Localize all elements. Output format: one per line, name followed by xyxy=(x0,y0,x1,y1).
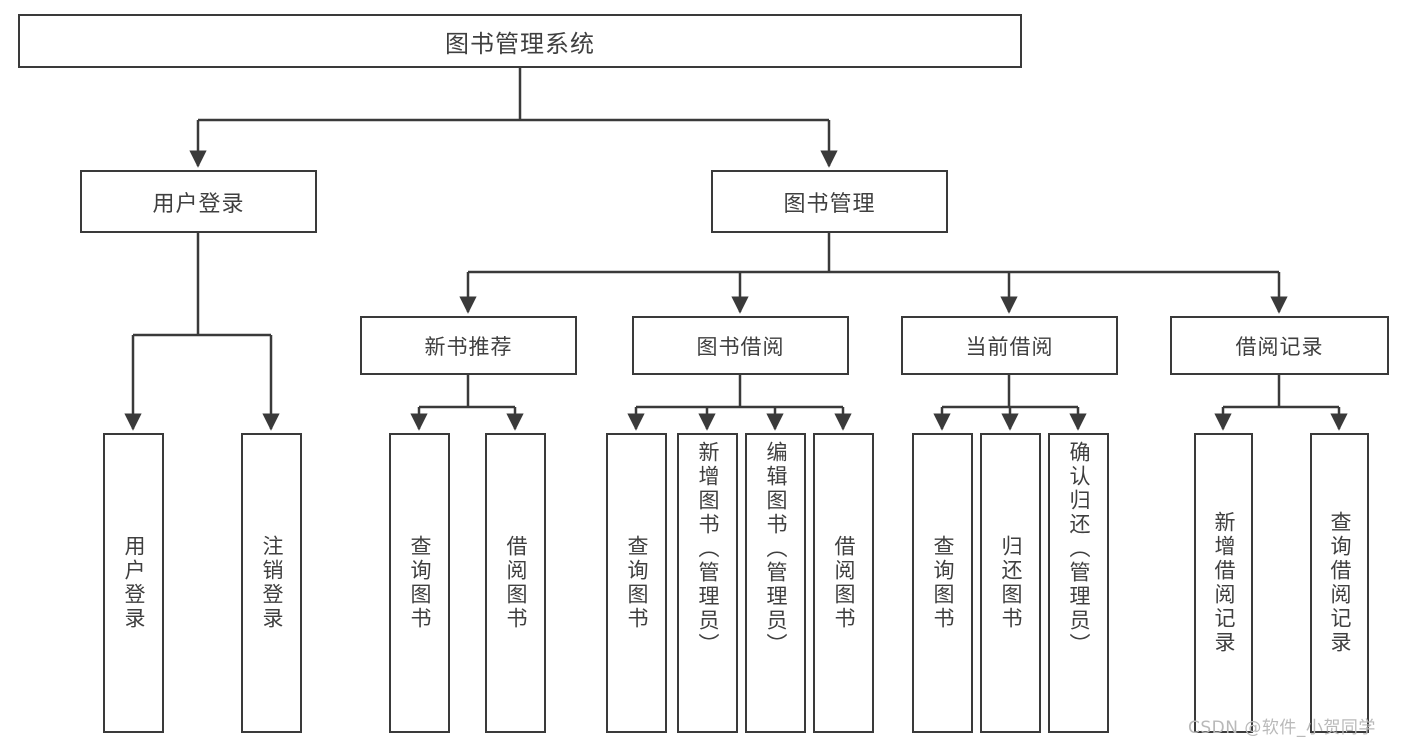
node-label: 查询借阅记录 xyxy=(1328,511,1352,655)
node-label: 当前借阅 xyxy=(965,334,1054,359)
node-book-borrow[interactable]: 图书借阅 xyxy=(632,316,849,375)
node-label: 编辑图书（管理员） xyxy=(764,441,788,657)
node-label: 用户登录 xyxy=(152,191,245,217)
leaf-borrow-record-add-record[interactable]: 新增借阅记录 xyxy=(1194,433,1253,733)
node-root-book-management-system[interactable]: 图书管理系统 xyxy=(18,14,1022,68)
node-user-login[interactable]: 用户登录 xyxy=(80,170,317,233)
node-label: 图书管理 xyxy=(783,191,876,217)
node-label: 确认归还（管理员） xyxy=(1067,441,1091,657)
node-label: 新增借阅记录 xyxy=(1212,511,1236,655)
leaf-new-book-borrow-book[interactable]: 借阅图书 xyxy=(485,433,546,733)
node-label: 借阅图书 xyxy=(504,535,528,631)
leaf-book-borrow-edit-book-admin[interactable]: 编辑图书（管理员） xyxy=(745,433,806,733)
node-label: 归还图书 xyxy=(999,535,1023,631)
node-book-management[interactable]: 图书管理 xyxy=(711,170,948,233)
leaf-user-login-signin[interactable]: 用户登录 xyxy=(103,433,164,733)
leaf-current-borrow-return-book[interactable]: 归还图书 xyxy=(980,433,1041,733)
leaf-current-borrow-query-book[interactable]: 查询图书 xyxy=(912,433,973,733)
node-label: 借阅图书 xyxy=(832,535,856,631)
node-new-book-recommend[interactable]: 新书推荐 xyxy=(360,316,577,375)
node-label: 注销登录 xyxy=(260,535,284,631)
node-label: 用户登录 xyxy=(122,535,146,631)
node-label: 新书推荐 xyxy=(424,334,513,359)
node-label: 查询图书 xyxy=(408,535,432,631)
node-label: 图书管理系统 xyxy=(445,29,595,58)
leaf-borrow-record-query-record[interactable]: 查询借阅记录 xyxy=(1310,433,1369,733)
node-label: 查询图书 xyxy=(625,535,649,631)
csdn-watermark: CSDN @软件_小贺同学 xyxy=(1188,718,1376,738)
node-label: 新增图书（管理员） xyxy=(696,441,720,657)
node-current-borrow[interactable]: 当前借阅 xyxy=(901,316,1118,375)
node-label: 图书借阅 xyxy=(696,334,785,359)
leaf-book-borrow-query-book[interactable]: 查询图书 xyxy=(606,433,667,733)
leaf-current-borrow-confirm-return-admin[interactable]: 确认归还（管理员） xyxy=(1048,433,1109,733)
node-label: 借阅记录 xyxy=(1235,334,1324,359)
node-label: 查询图书 xyxy=(931,535,955,631)
leaf-book-borrow-add-book-admin[interactable]: 新增图书（管理员） xyxy=(677,433,738,733)
leaf-book-borrow-borrow-book[interactable]: 借阅图书 xyxy=(813,433,874,733)
leaf-user-login-signout[interactable]: 注销登录 xyxy=(241,433,302,733)
leaf-new-book-query-book[interactable]: 查询图书 xyxy=(389,433,450,733)
node-borrow-record[interactable]: 借阅记录 xyxy=(1170,316,1389,375)
